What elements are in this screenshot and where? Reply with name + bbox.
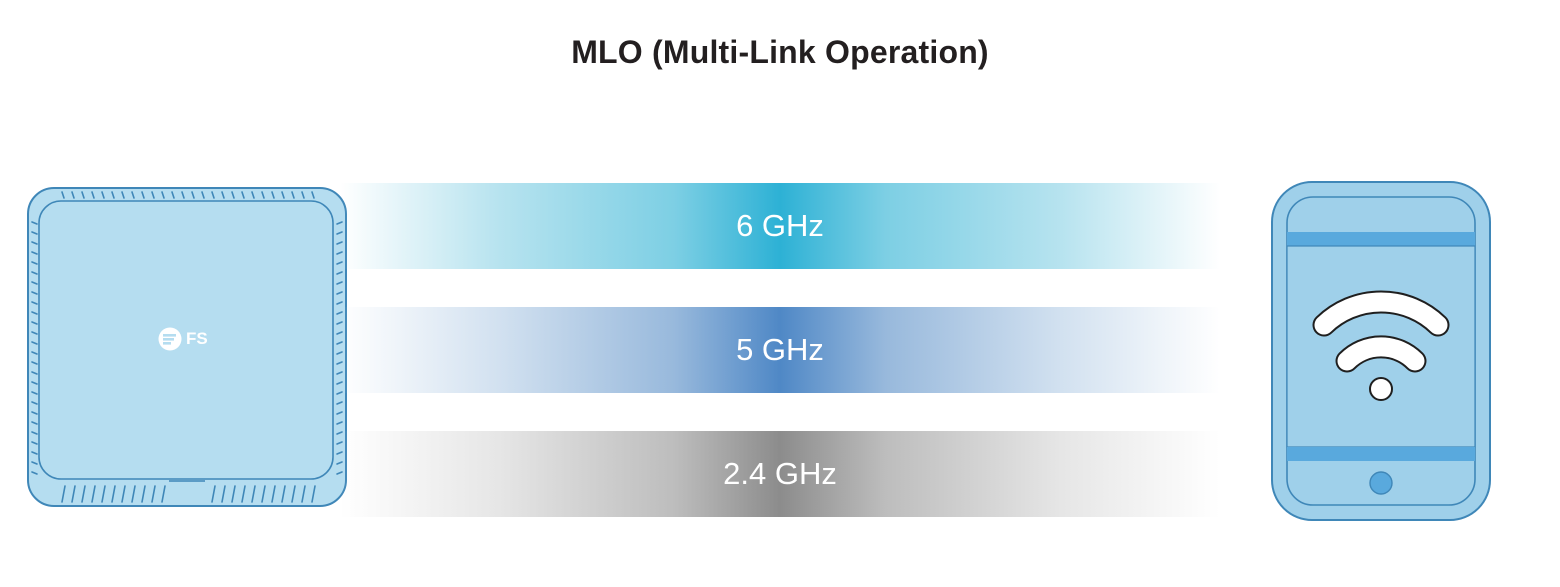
diagram-title: MLO (Multi-Link Operation) xyxy=(571,34,989,70)
band-6ghz: 6 GHz xyxy=(340,183,1220,269)
band-6ghz-label: 6 GHz xyxy=(736,208,824,243)
band-2-4ghz: 2.4 GHz xyxy=(340,431,1220,517)
brand-name: FS xyxy=(186,329,208,348)
band-2-4ghz-label: 2.4 GHz xyxy=(723,456,837,491)
band-5ghz: 5 GHz xyxy=(340,307,1220,393)
wifi-icon xyxy=(1312,290,1450,401)
band-5ghz-label: 5 GHz xyxy=(736,332,824,367)
access-point-device xyxy=(27,187,347,507)
fs-logo: FS xyxy=(157,326,208,352)
fs-logo-icon xyxy=(158,327,182,351)
smartphone-device xyxy=(1271,181,1491,521)
